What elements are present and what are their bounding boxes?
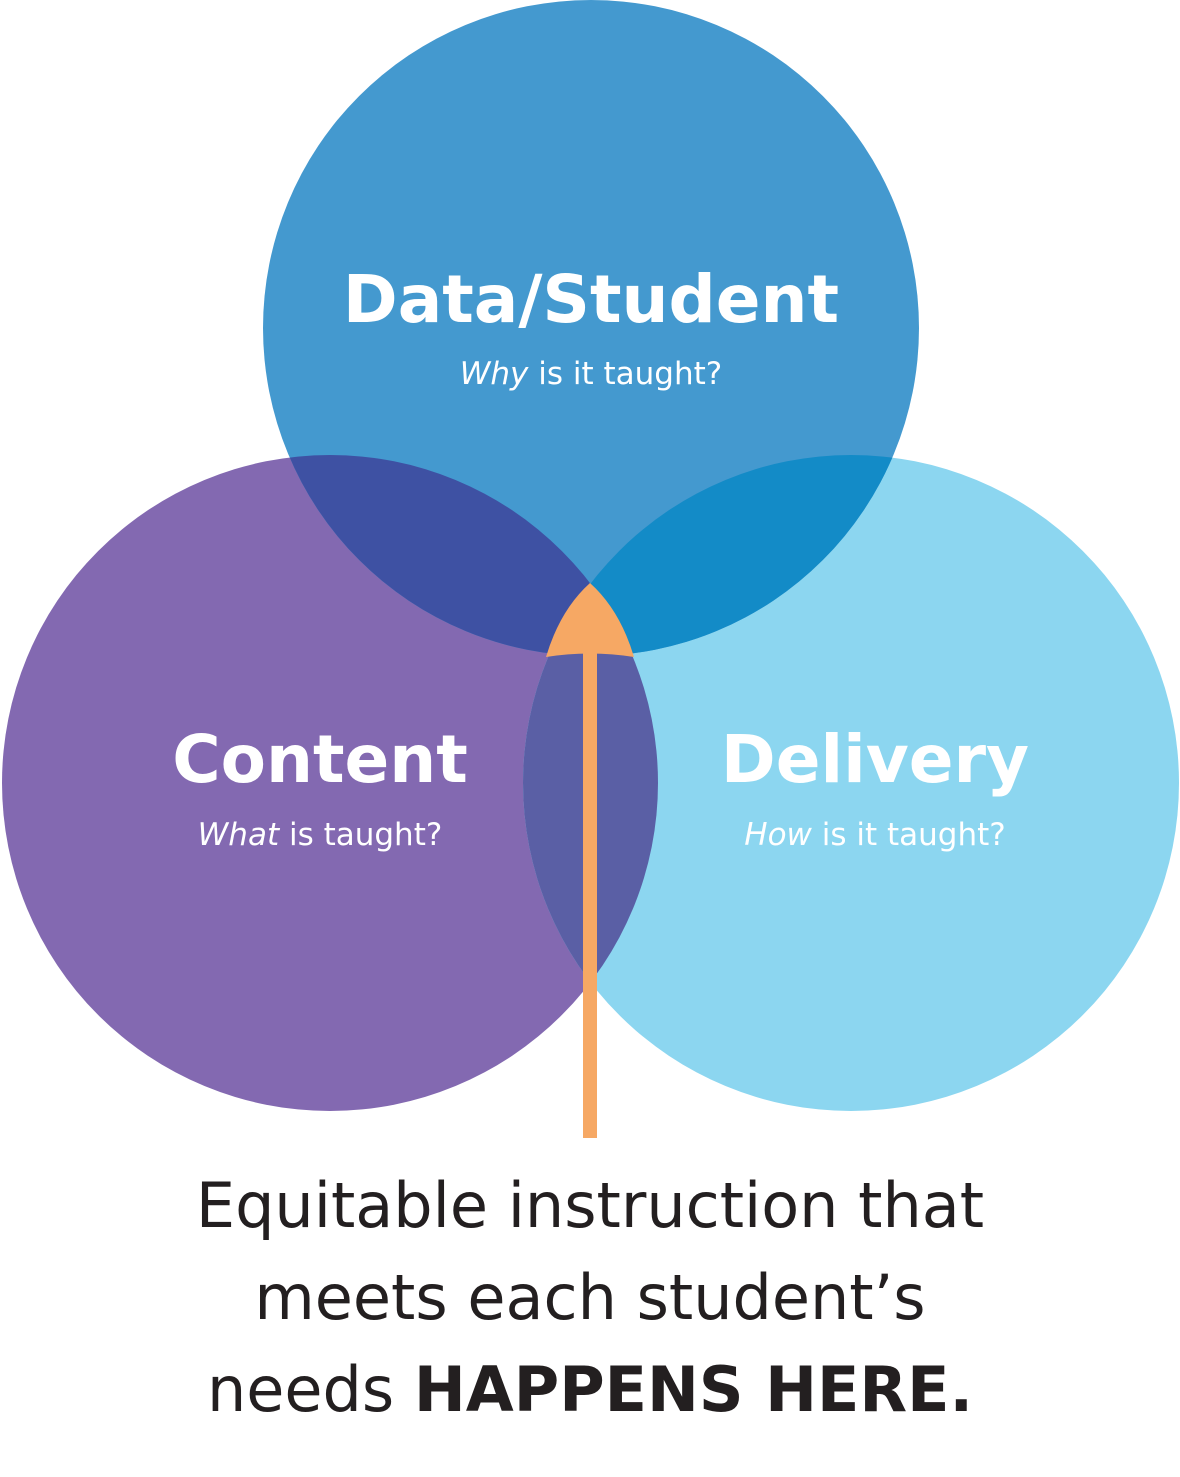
overlap-data-content <box>263 455 658 656</box>
data-student-title: Data/Student <box>343 261 839 338</box>
delivery-title: Delivery <box>721 721 1029 798</box>
caption-line-2: meets each student’s <box>254 1261 926 1334</box>
content-title: Content <box>172 721 468 798</box>
caption-line-3-plain: needs <box>206 1353 414 1426</box>
caption-line-1: Equitable instruction that <box>195 1169 985 1242</box>
caption: Equitable instruction that meets each st… <box>0 1160 1180 1436</box>
content-subtitle: What is taught? <box>198 817 443 853</box>
arrow-head <box>546 583 634 657</box>
caption-line-3-bold: HAPPENS HERE. <box>413 1353 974 1426</box>
overlap-data-delivery <box>523 455 919 656</box>
data-student-subtitle: Why is it taught? <box>460 356 722 392</box>
arrow-shaft <box>583 640 597 1138</box>
delivery-subtitle: How is it taught? <box>744 817 1005 853</box>
